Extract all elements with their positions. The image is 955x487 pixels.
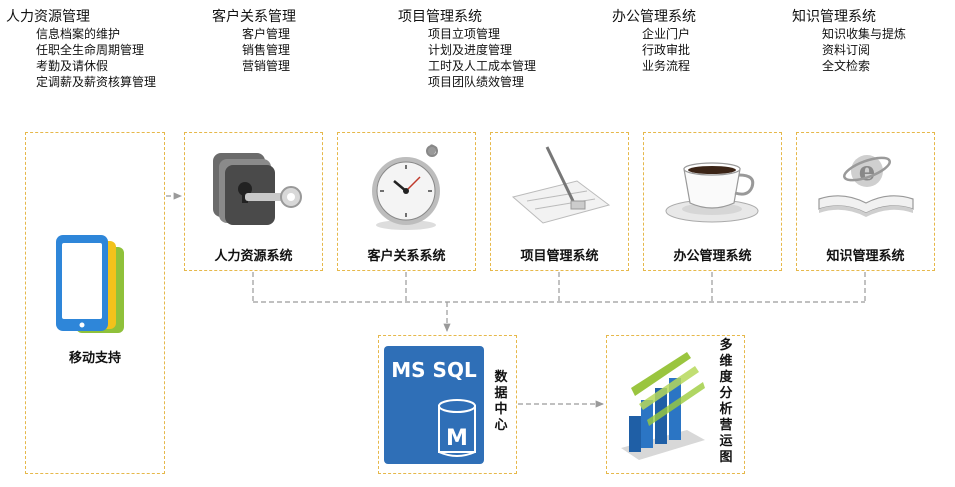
module-item: 信息档案的维护 [36, 27, 121, 41]
module-pm: 项目管理系统 项目立项管理 计划及进度管理 工时及人工成本管理 项目团队绩效管理 [398, 6, 536, 90]
drafting-pen-icon [511, 146, 611, 224]
system-label: 客户关系系统 [367, 249, 446, 264]
module-hr: 人力资源管理 信息档案的维护 任职全生命周期管理 考勤及请休假 定调薪及薪资核算… [6, 6, 156, 90]
module-title: 客户关系管理 [212, 9, 296, 25]
module-oa: 办公管理系统 企业门户 行政审批 业务流程 [612, 6, 696, 74]
datacenter-label: 数据中心 [494, 370, 508, 433]
database-letter: M [446, 426, 468, 451]
system-label: 项目管理系统 [520, 249, 599, 264]
module-item: 企业门户 [642, 27, 691, 41]
database-icon [438, 399, 476, 457]
coffee-cup-icon [665, 162, 759, 223]
stopwatch-icon [372, 144, 440, 230]
system-box-crm: 客户关系系统 [337, 132, 476, 271]
module-item: 行政审批 [642, 43, 691, 57]
module-title: 知识管理系统 [792, 9, 876, 25]
module-crm: 客户关系管理 客户管理 销售管理 营销管理 [212, 6, 296, 74]
module-item: 任职全生命周期管理 [36, 43, 145, 57]
module-item: 知识收集与提炼 [822, 27, 907, 41]
system-box-pm: 项目管理系统 [490, 132, 629, 271]
module-item: 客户管理 [242, 27, 291, 41]
keys-icon [213, 153, 302, 225]
system-box-hr: 人力资源系统 [184, 132, 323, 271]
module-item: 考勤及请休假 [36, 59, 109, 73]
module-item: 定调薪及薪资核算管理 [36, 75, 157, 89]
module-item: 营销管理 [242, 59, 291, 73]
book-ie-icon: e [818, 155, 914, 217]
module-item: 计划及进度管理 [428, 43, 513, 57]
module-item: 工时及人工成本管理 [428, 59, 537, 73]
module-item: 全文检索 [822, 59, 871, 73]
module-item: 销售管理 [242, 43, 291, 57]
module-item: 业务流程 [642, 59, 691, 73]
system-label: 人力资源系统 [214, 249, 293, 264]
module-title: 人力资源管理 [6, 9, 90, 25]
module-km: 知识管理系统 知识收集与提炼 资料订阅 全文检索 [792, 6, 906, 74]
mobile-support-label: 移动支持 [68, 351, 121, 366]
module-title: 项目管理系统 [398, 9, 482, 25]
ms-sql-logo-text: MS SQL [391, 358, 477, 382]
system-box-km: e 知识管理系统 [796, 132, 935, 271]
ms-sql-logo: MS SQL M [384, 346, 484, 464]
module-item: 项目立项管理 [428, 27, 501, 41]
datacenter-box: MS SQL M 数据中心 [378, 335, 517, 474]
system-label: 办公管理系统 [673, 249, 752, 264]
analysis-box: 多维度分析营运图 [606, 335, 745, 474]
analysis-label: 多维度分析营运图 [719, 338, 733, 465]
tablet-icon [56, 235, 124, 333]
mobile-support-box: 移动支持 [25, 132, 165, 474]
bar-chart-icon [621, 352, 705, 460]
system-box-oa: 办公管理系统 [643, 132, 782, 271]
module-item: 资料订阅 [822, 43, 871, 57]
system-label: 知识管理系统 [826, 249, 905, 264]
module-item: 项目团队绩效管理 [428, 75, 525, 89]
module-title: 办公管理系统 [612, 9, 696, 25]
